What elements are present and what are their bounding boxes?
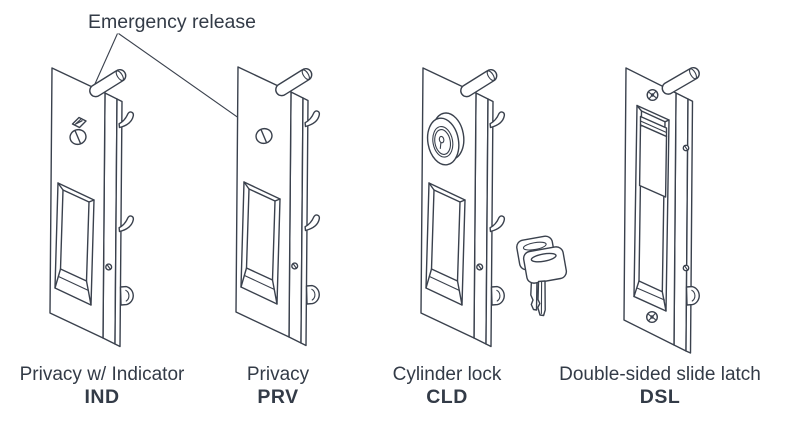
product-code-ind: IND <box>84 386 120 408</box>
product-name-cld: Cylinder lock <box>392 364 502 385</box>
side-screw-lower-dsl <box>682 264 690 272</box>
product-name-prv: Privacy <box>246 364 310 385</box>
latch-bolt-dsl <box>661 66 700 95</box>
lock-drawing-dsl <box>623 66 700 354</box>
lock-drawing-ind <box>50 68 133 347</box>
caption-cld: Cylinder lock CLD <box>359 363 535 409</box>
lock-drawing-cld <box>421 68 504 347</box>
latch-pin-cld <box>460 68 498 98</box>
lock-drawing-prv <box>236 67 319 346</box>
product-code-cld: CLD <box>426 386 468 408</box>
key-pair <box>516 235 568 317</box>
face-screw-top-dsl <box>646 88 659 102</box>
caption-prv: Privacy PRV <box>198 363 358 409</box>
slide-latch-knob-dsl <box>638 115 668 198</box>
caption-ind: Privacy w/ Indicator IND <box>0 363 214 409</box>
indicator-slot-ind <box>71 116 87 129</box>
leader-line-to-prv-screw <box>118 33 257 131</box>
emergency-release-label: Emergency release <box>88 11 256 33</box>
product-name-dsl: Double-sided slide latch <box>559 364 761 385</box>
key-cylinder <box>426 112 465 166</box>
caption-dsl: Double-sided slide latch DSL <box>528 363 792 409</box>
product-code-prv: PRV <box>257 386 299 408</box>
keyhole <box>438 135 445 149</box>
product-code-dsl: DSL <box>639 386 681 408</box>
product-name-ind: Privacy w/ Indicator <box>19 364 185 385</box>
face-screw-bottom-dsl <box>646 311 658 323</box>
side-screw-upper-dsl <box>682 144 690 152</box>
latch-pin-prv <box>275 67 313 97</box>
